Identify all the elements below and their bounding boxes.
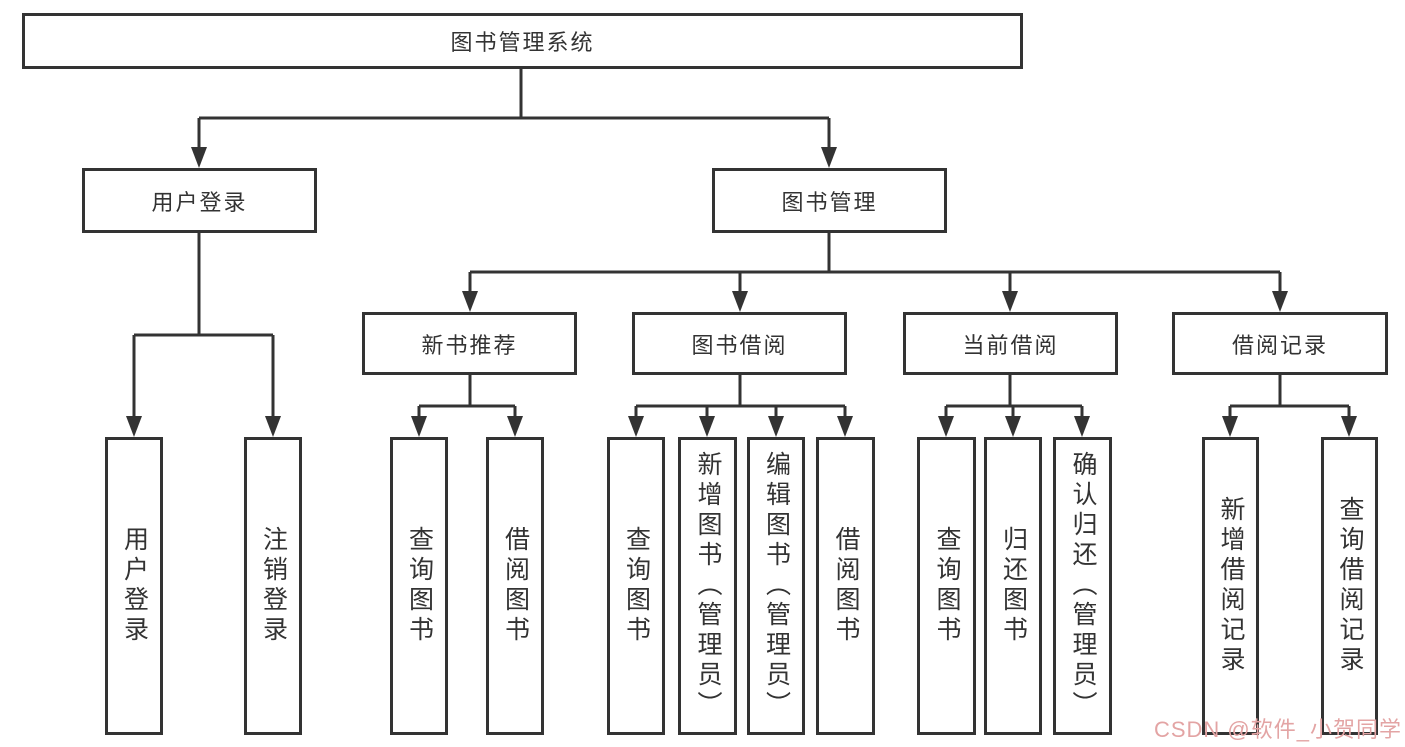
leaf-add-books-admin: 新增图书（管理员） <box>678 437 737 735</box>
leaf-edit-books-admin: 编辑图书（管理员） <box>747 437 805 735</box>
leaf-query-borrow-record: 查询借阅记录 <box>1321 437 1378 735</box>
leaf-user-login: 用户登录 <box>105 437 163 735</box>
leaf-borrow-books: 借阅图书 <box>816 437 875 735</box>
arrowheads <box>126 147 1357 437</box>
node-user-login: 用户登录 <box>82 168 317 233</box>
node-current-borrow: 当前借阅 <box>903 312 1118 375</box>
node-root-system: 图书管理系统 <box>22 13 1023 69</box>
leaf-return-books: 归还图书 <box>984 437 1042 735</box>
node-book-borrow: 图书借阅 <box>632 312 847 375</box>
leaf-query-books-recommend: 查询图书 <box>390 437 448 735</box>
node-borrow-records: 借阅记录 <box>1172 312 1388 375</box>
connector-paths <box>132 69 1351 422</box>
leaf-query-books-borrow: 查询图书 <box>607 437 665 735</box>
node-book-management: 图书管理 <box>712 168 947 233</box>
node-new-book-recommend: 新书推荐 <box>362 312 577 375</box>
leaf-query-books-current: 查询图书 <box>917 437 976 735</box>
watermark-text: CSDN @软件_小贺同学 <box>1153 717 1402 742</box>
leaf-confirm-return-admin: 确认归还（管理员） <box>1053 437 1112 735</box>
leaf-borrow-books-recommend: 借阅图书 <box>486 437 544 735</box>
leaf-add-borrow-record: 新增借阅记录 <box>1202 437 1259 735</box>
leaf-logout: 注销登录 <box>244 437 302 735</box>
